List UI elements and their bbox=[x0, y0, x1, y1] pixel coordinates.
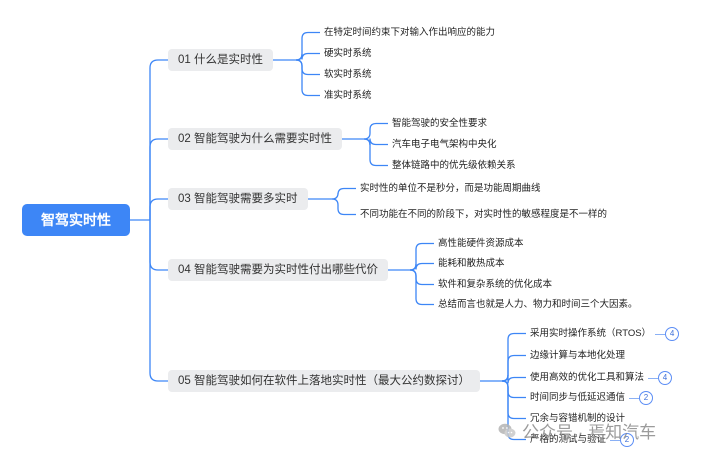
count-badge[interactable]: 4 bbox=[658, 370, 673, 385]
branch-node-01[interactable]: 01 什么是实时性 bbox=[168, 49, 273, 71]
leaf-connector bbox=[363, 122, 388, 140]
branch-node-02[interactable]: 02 智能驾驶为什么需要实时性 bbox=[168, 128, 342, 150]
watermark: 公众号 · 焉知汽车 bbox=[498, 418, 656, 443]
badge-connector bbox=[629, 397, 640, 399]
leaf-connector bbox=[501, 380, 526, 399]
leaf-item[interactable]: 汽车电子电气架构中央化 bbox=[392, 139, 497, 150]
leaf-connector bbox=[409, 242, 434, 271]
leaf-connector bbox=[331, 198, 356, 216]
leaf-connector bbox=[295, 59, 320, 76]
leaf-item[interactable]: 时间同步与低延迟通信 bbox=[530, 392, 626, 403]
leaf-item[interactable]: 硬实时系统 bbox=[324, 48, 372, 59]
leaf-item[interactable]: 不同功能在不同的阶段下，对实时性的敏感程度是不一样的 bbox=[360, 209, 608, 220]
branch-node-04[interactable]: 04 智能驾驶需要为实时性付出哪些代价 bbox=[168, 259, 388, 281]
leaf-connector bbox=[409, 269, 434, 286]
leaf-item[interactable]: 使用高效的优化工具和算法 bbox=[530, 372, 645, 383]
root-node[interactable]: 智驾实时性 bbox=[22, 204, 130, 236]
leaf-item[interactable]: 能耗和散热成本 bbox=[438, 258, 505, 269]
leaf-connector bbox=[409, 269, 434, 306]
branch-node-05[interactable]: 05 智能驾驶如何在软件上落地实时性（最大公约数探讨） bbox=[168, 370, 480, 392]
leaf-item[interactable]: 总结而言也就是人力、物力和时间三个大因素。 bbox=[438, 299, 638, 310]
leaf-connector bbox=[363, 138, 388, 167]
leaf-connector bbox=[331, 187, 356, 200]
branch-connector bbox=[149, 138, 168, 220]
watermark-text: 公众号 · 焉知汽车 bbox=[522, 423, 657, 442]
leaf-item[interactable]: 软实时系统 bbox=[324, 69, 372, 80]
leaf-connector bbox=[501, 332, 526, 382]
leaf-item[interactable]: 冗余与容错机制的设计 bbox=[530, 413, 626, 424]
count-badge[interactable]: 4 bbox=[665, 326, 680, 341]
leaf-item[interactable]: 采用实时操作系统（RTOS） bbox=[530, 328, 652, 339]
leaf-item[interactable]: 软件和复杂系统的优化成本 bbox=[438, 279, 553, 290]
branch-connector bbox=[149, 198, 168, 220]
branch-connector bbox=[149, 220, 168, 271]
branch-connector bbox=[149, 220, 168, 382]
count-badge[interactable]: 2 bbox=[620, 432, 635, 447]
leaf-item[interactable]: 严格的测试与验证 bbox=[530, 434, 607, 445]
badge-connector bbox=[655, 333, 666, 335]
leaf-connector bbox=[295, 31, 320, 61]
wechat-icon bbox=[498, 423, 516, 439]
badge-connector bbox=[648, 377, 659, 379]
badge-connector bbox=[610, 439, 621, 441]
leaf-item[interactable]: 整体链路中的优先级依赖关系 bbox=[392, 160, 516, 171]
leaf-item[interactable]: 智能驾驶的安全性要求 bbox=[392, 118, 488, 129]
leaf-item[interactable]: 高性能硬件资源成本 bbox=[438, 238, 524, 249]
leaf-item[interactable]: 在特定时间约束下对输入作出响应的能力 bbox=[324, 27, 496, 38]
leaf-item[interactable]: 准实时系统 bbox=[324, 90, 372, 101]
leaf-connector bbox=[295, 52, 320, 61]
branch-node-03[interactable]: 03 智能驾驶需要多实时 bbox=[168, 188, 308, 210]
count-badge[interactable]: 2 bbox=[639, 390, 654, 405]
leaf-item[interactable]: 边缘计算与本地化处理 bbox=[530, 350, 626, 361]
leaf-item[interactable]: 实时性的单位不是秒分，而是功能周期曲线 bbox=[360, 183, 541, 194]
leaf-connector bbox=[295, 59, 320, 97]
leaf-connector bbox=[501, 380, 526, 420]
leaf-connector bbox=[409, 262, 434, 271]
branch-connector bbox=[149, 59, 168, 220]
